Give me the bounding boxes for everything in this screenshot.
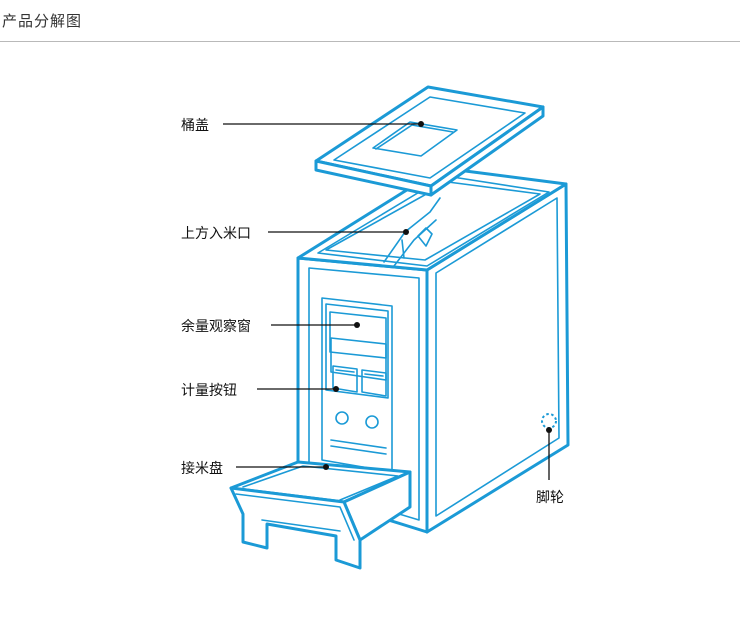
label-lid: 桶盖	[181, 118, 209, 134]
label-caster: 脚轮	[536, 490, 564, 506]
label-measure-buttons: 计量按钮	[181, 383, 237, 399]
rice-tray	[229, 460, 412, 570]
page-title: 产品分解图	[2, 12, 83, 30]
front-panel	[321, 297, 393, 473]
leader-lines	[223, 121, 552, 480]
label-level-window: 余量观察窗	[181, 319, 251, 335]
page-header: 产品分解图	[0, 0, 740, 42]
lid	[314, 85, 545, 197]
top-inlet-chute	[383, 197, 441, 267]
label-top-inlet: 上方入米口	[181, 226, 251, 242]
label-tray: 接米盘	[181, 461, 223, 477]
